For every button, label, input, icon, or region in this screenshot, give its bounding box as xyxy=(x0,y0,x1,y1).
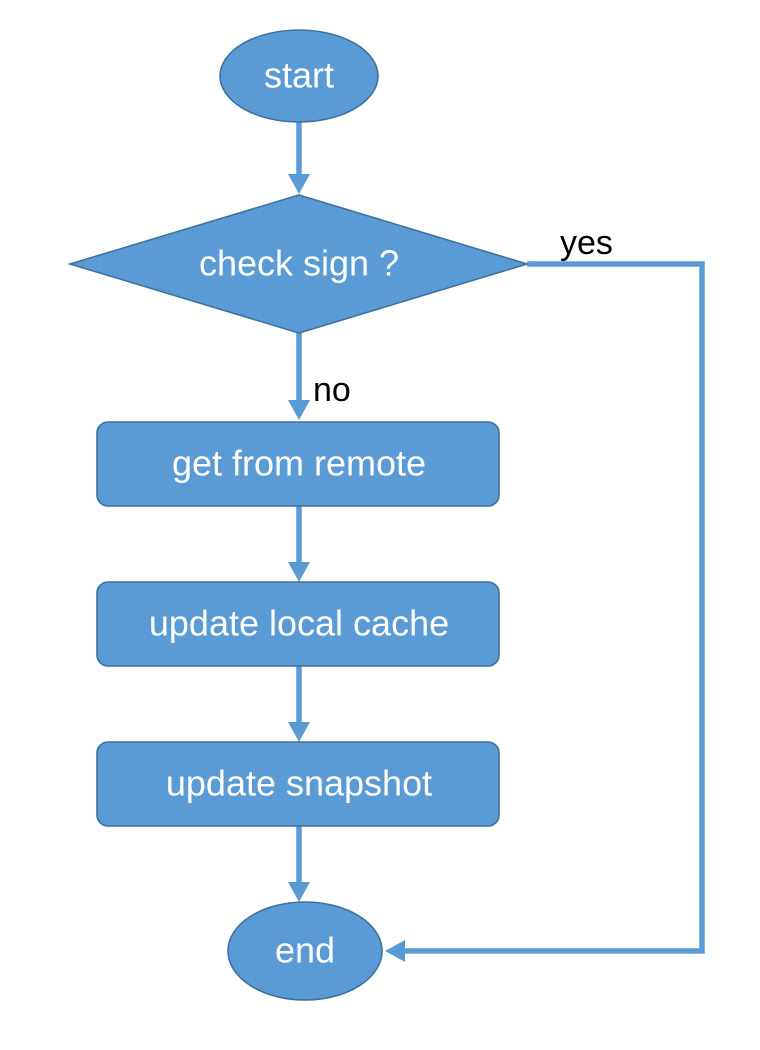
edge-check-yes-to-end-arrowhead xyxy=(385,940,405,962)
node-end-label: end xyxy=(275,930,335,971)
node-update-cache[interactable]: update local cache xyxy=(96,581,500,667)
node-update-snapshot-shape[interactable] xyxy=(96,741,500,827)
edge-check-yes-to-end xyxy=(385,261,705,962)
node-get-remote-label: get from remote xyxy=(172,443,426,484)
edge-snapshot-to-end xyxy=(288,826,310,902)
node-get-remote[interactable]: get from remote xyxy=(96,421,500,507)
node-update-cache-label: update local cache xyxy=(149,603,449,644)
node-update-cache-shape[interactable] xyxy=(96,581,500,667)
edge-check-no-to-remote-arrowhead xyxy=(288,400,310,420)
edge-remote-to-cache xyxy=(288,506,310,582)
edge-label-no: no xyxy=(313,371,351,409)
edge-label-yes: yes xyxy=(560,224,613,262)
edge-snapshot-to-end-arrowhead xyxy=(288,882,310,902)
edge-check-yes-to-end-line xyxy=(401,261,705,954)
edge-start-to-check-arrowhead xyxy=(288,174,310,194)
node-get-remote-shape[interactable] xyxy=(96,421,500,507)
edge-cache-to-snapshot xyxy=(288,666,310,742)
edge-cache-to-snapshot-arrowhead xyxy=(288,722,310,742)
edge-remote-to-cache-arrowhead xyxy=(288,562,310,582)
node-update-snapshot[interactable]: update snapshot xyxy=(96,741,500,827)
node-update-snapshot-label: update snapshot xyxy=(166,763,432,804)
node-end-shape[interactable] xyxy=(227,901,383,1001)
node-check-sign-shape[interactable] xyxy=(67,194,530,334)
edge-start-to-check xyxy=(288,118,310,194)
node-check-sign[interactable]: check sign ? xyxy=(67,194,530,334)
edge-check-no-to-remote xyxy=(288,332,310,420)
node-start[interactable]: start xyxy=(219,29,379,123)
node-start-label: start xyxy=(264,55,334,96)
node-start-shape[interactable] xyxy=(219,29,379,123)
node-check-sign-label: check sign ? xyxy=(199,243,399,284)
node-end[interactable]: end xyxy=(227,901,383,1001)
